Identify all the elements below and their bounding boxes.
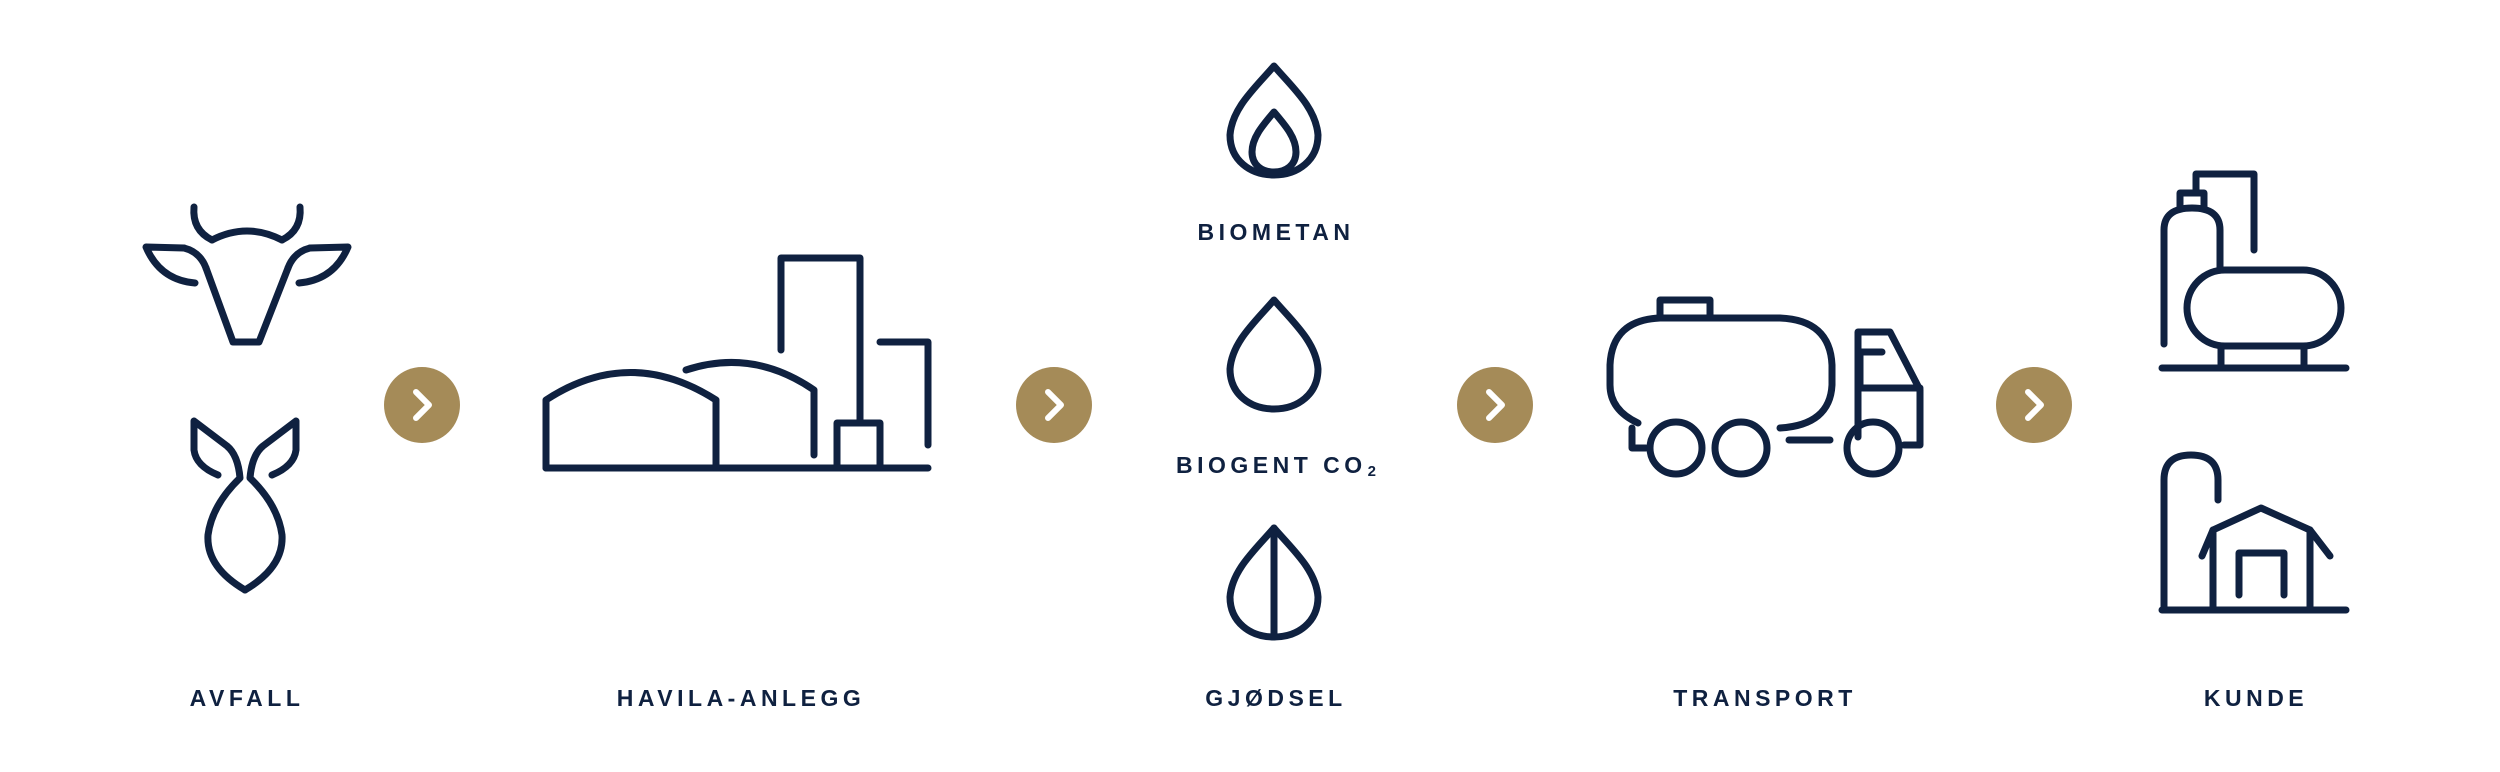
chevron-right-icon [384, 367, 460, 443]
gas-tank-icon [2158, 170, 2350, 372]
cow-head-icon [142, 203, 352, 346]
step-label-transport: TRANSPORT [1673, 685, 1857, 711]
step-label-kunde: KUNDE [2203, 685, 2309, 711]
biogas-plant-icon [542, 254, 932, 472]
sprout-icon [190, 417, 300, 594]
chevron-right-icon [1016, 367, 1092, 443]
barn-icon [2158, 451, 2350, 614]
product-label-biometan: BIOMETAN [1197, 219, 1355, 245]
step-label-avfall: AVFALL [189, 685, 305, 711]
step-label-gjodsel: GJØDSEL [1205, 685, 1347, 711]
drop-icon [1226, 296, 1322, 413]
step-label-havila-anlegg: HAVILA-ANLEGG [616, 685, 866, 711]
chevron-right-icon [1457, 367, 1533, 443]
chevron-right-icon [1996, 367, 2072, 443]
tanker-truck-icon [1606, 296, 1924, 478]
flame-drop-icon [1226, 62, 1322, 179]
product-label-biogent-co2: BIOGENT CO2 [1175, 452, 1377, 480]
leaf-drop-icon [1226, 524, 1322, 641]
